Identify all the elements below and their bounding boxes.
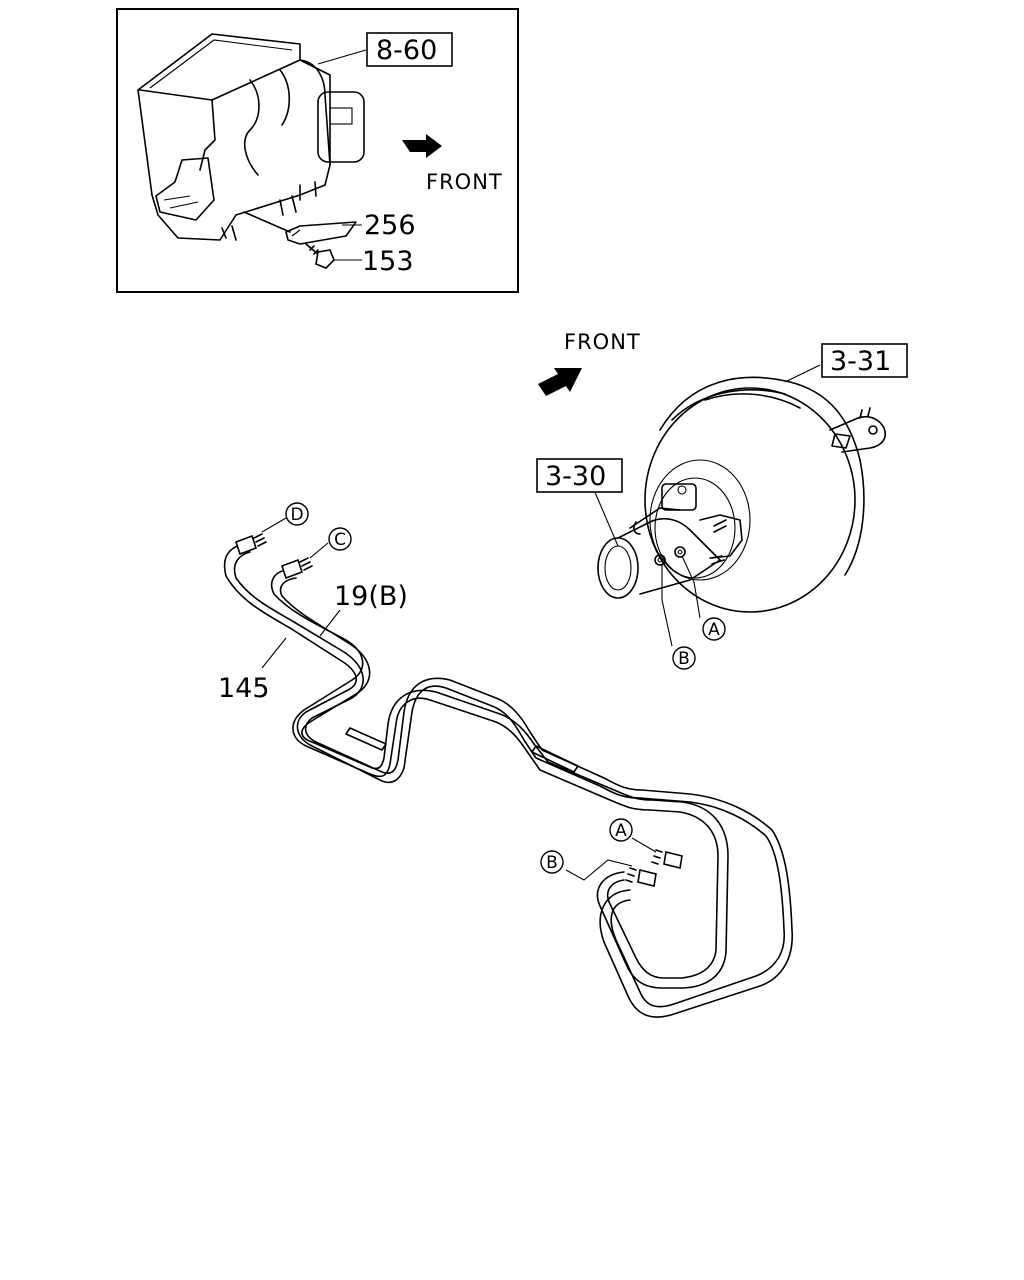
part-number-19b: 19(B): [334, 581, 408, 612]
reference-box-3-30: [536, 458, 623, 493]
inset-panel: 256 153 8-60 FRONT: [116, 8, 519, 293]
brake-booster-drawing: [644, 376, 886, 613]
bracket-256-drawing: [243, 211, 357, 245]
connector-marker-b-bottom: B: [540, 850, 564, 874]
fitting-b-bottom: [625, 867, 657, 887]
svg-text:C: C: [334, 530, 346, 550]
connector-marker-d: D: [285, 502, 309, 526]
svg-text:B: B: [678, 649, 690, 669]
brake-pipe-145: [223, 543, 793, 1018]
brake-pipe-19b: [270, 569, 729, 989]
reference-box-3-31: [821, 343, 908, 378]
svg-text:A: A: [615, 821, 627, 841]
front-arrow-main-icon: [538, 368, 582, 396]
svg-text:A: A: [708, 620, 720, 640]
master-cylinder-drawing: [597, 483, 743, 599]
fitting-c: [280, 557, 313, 580]
bolt-153-drawing: [305, 243, 335, 269]
reference-label-8-60: 8-60: [376, 35, 437, 66]
connector-marker-a-top: A: [702, 617, 726, 641]
connector-marker-a-bottom: A: [609, 818, 633, 842]
fitting-a-bottom: [651, 849, 683, 869]
front-label-main: FRONT: [564, 330, 641, 354]
fitting-d: [234, 533, 267, 556]
front-label-inset: FRONT: [426, 170, 503, 194]
svg-text:B: B: [546, 853, 558, 873]
part-number-145: 145: [218, 673, 270, 704]
reference-box-8-60: [366, 32, 453, 67]
heater-unit-drawing: [137, 33, 365, 241]
svg-text:D: D: [290, 505, 303, 525]
connector-marker-b-top: B: [672, 646, 696, 670]
front-arrow-icon: [402, 134, 442, 158]
reference-label-3-30: 3-30: [545, 461, 606, 492]
part-number-153: 153: [362, 246, 414, 277]
part-number-256: 256: [364, 210, 416, 241]
connector-marker-c: C: [328, 527, 352, 551]
reference-label-3-31: 3-31: [830, 346, 891, 377]
